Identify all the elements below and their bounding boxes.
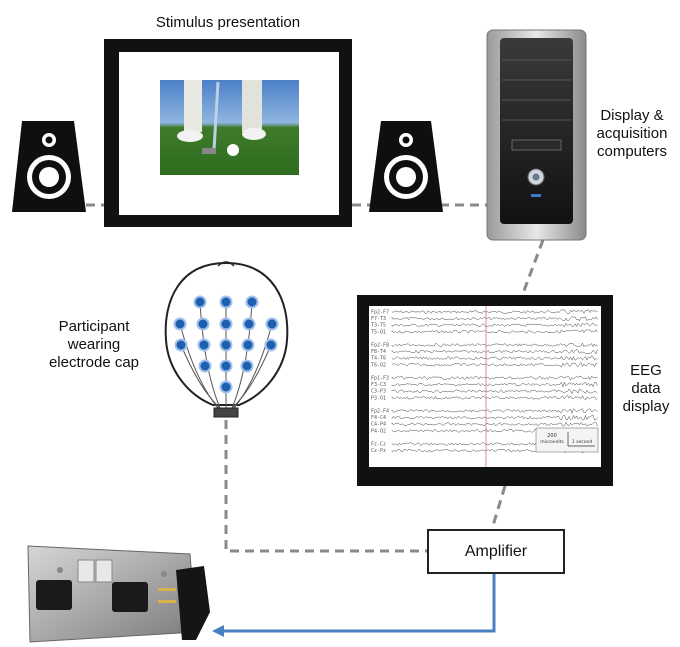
eeg-scale-amplitude: 200 — [547, 433, 557, 439]
eeg-scale-box: 200 microvolts 1 second — [535, 427, 599, 453]
cap-connector — [213, 407, 239, 418]
power-plug — [158, 566, 210, 640]
eeg-channel-label: P3-O1 — [371, 395, 386, 401]
power-cable-arrowhead — [212, 625, 224, 637]
computers-label-line-3: computers — [596, 143, 668, 160]
computer-to-eeg-display-link — [520, 239, 545, 297]
eeg-display-label-line-3: display — [622, 398, 670, 415]
eeg-trace — [391, 342, 598, 348]
eeg-scale-time: 1 second — [572, 439, 592, 445]
electrodes — [173, 295, 279, 394]
eeg-trace — [391, 348, 598, 355]
golf-image — [160, 80, 299, 175]
eeg-channel-label: F7-T3 — [371, 316, 386, 322]
eeg-display-label: EEG data display — [614, 362, 678, 416]
computers-label-line-1: Display & — [600, 107, 664, 124]
power-cable — [223, 574, 496, 633]
eeg-monitor: Fp2-F7F7-T3T3-T5T5-O1Fp2-F8F8-T4T4-T6T6-… — [357, 295, 613, 486]
eeg-trace — [391, 355, 598, 361]
eeg-channel-label: Cz-Pz — [371, 448, 386, 454]
eeg-trace — [391, 316, 598, 322]
eeg-trace — [391, 375, 598, 381]
eeg-trace — [391, 421, 598, 427]
eeg-channel-label: T5-O1 — [371, 329, 386, 335]
eeg-channel-label: T6-O2 — [371, 362, 386, 368]
computers-label: Display & acquisition computers — [588, 107, 676, 161]
participant-label-line-2: wearing — [67, 336, 121, 353]
eeg-channel-label: P4-O2 — [371, 428, 386, 434]
participant-head — [164, 261, 289, 418]
eeg-trace — [391, 381, 598, 388]
eeg-channel-label: C4-P4 — [371, 422, 386, 428]
eeg-channel-label: Fp1-F3 — [371, 376, 389, 382]
stimulus-monitor — [104, 39, 352, 227]
eeg-channel-label: F4-C4 — [371, 415, 386, 421]
eeg-trace — [391, 388, 598, 395]
eeg-channel-label: T3-T5 — [371, 323, 386, 329]
amplifier-label: Amplifier — [464, 542, 528, 560]
stimulus-presentation-label: Stimulus presentation — [155, 14, 301, 31]
eeg-channel-labels: Fp2-F7F7-T3T3-T5T5-O1Fp2-F8F8-T4T4-T6T6-… — [371, 310, 389, 455]
eeg-channel-label: Fz-Cz — [371, 442, 386, 448]
computer-tower — [486, 29, 587, 241]
eeg-display-label-line-2: data — [631, 380, 661, 397]
eeg-scale-amplitude-unit: microvolts — [540, 439, 564, 445]
eeg-display-label-line-1: EEG — [630, 362, 662, 379]
speaker-right — [369, 121, 443, 212]
eeg-trace — [391, 414, 598, 421]
amplifier-box: Amplifier — [427, 529, 565, 574]
participant-label-line-1: Participant — [58, 318, 130, 335]
eeg-channel-label: Fp2-F4 — [371, 409, 389, 415]
eeg-trace — [391, 362, 598, 368]
computers-label-line-2: acquisition — [596, 125, 668, 142]
speaker-left — [12, 121, 86, 212]
eeg-channel-label: Fp2-F8 — [371, 343, 389, 349]
eeg-trace — [391, 408, 598, 415]
participant-label-line-3: electrode cap — [48, 354, 140, 371]
eeg-trace — [391, 309, 598, 314]
wall-socket — [27, 545, 197, 643]
eeg-channel-label: F8-T4 — [371, 349, 386, 355]
participant-label: Participant wearing electrode cap — [34, 318, 154, 372]
eeg-trace — [391, 322, 598, 328]
eeg-trace — [391, 395, 598, 401]
eeg-channel-label: T4-T6 — [371, 356, 386, 362]
eeg-channel-label: C3-P3 — [371, 389, 386, 395]
eeg-trace — [391, 329, 598, 334]
eeg-channel-label: F3-C3 — [371, 382, 386, 388]
connection-lines — [86, 203, 545, 553]
eeg-display-to-amplifier-link — [490, 485, 507, 530]
eeg-channel-label: Fp2-F7 — [371, 310, 389, 316]
